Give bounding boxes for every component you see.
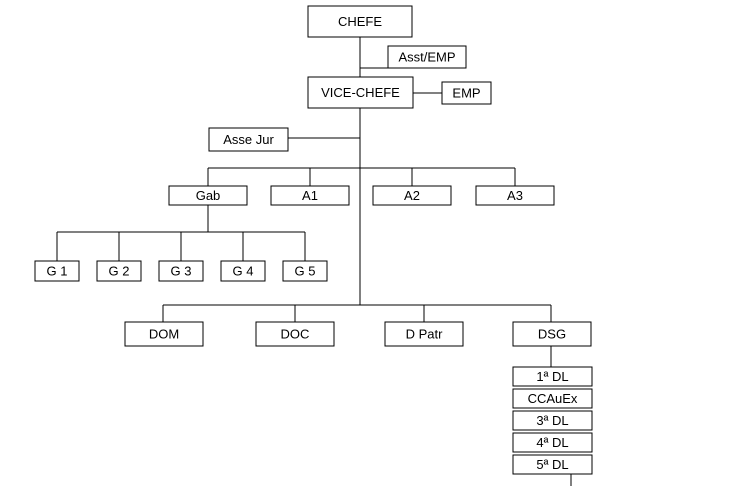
- node-g2: G 2: [96, 260, 142, 282]
- node-label: Gab: [196, 188, 221, 203]
- node-label: 4ª DL: [536, 435, 568, 450]
- node-doc: DOC: [255, 321, 335, 347]
- node-g3: G 3: [158, 260, 204, 282]
- node-dom: DOM: [124, 321, 204, 347]
- node-emp: EMP: [441, 81, 492, 105]
- node-g5: G 5: [282, 260, 328, 282]
- node-1-dl: 1ª DL: [512, 366, 593, 387]
- node-label: EMP: [452, 86, 480, 101]
- node-label: 3ª DL: [536, 413, 568, 428]
- node-label: DOC: [281, 327, 310, 342]
- node-asst-emp: Asst/EMP: [387, 45, 467, 69]
- node-label: G 5: [295, 264, 316, 279]
- node-a3: A3: [475, 185, 555, 206]
- node-label: Asst/EMP: [398, 50, 455, 65]
- node-label: CCAuEx: [528, 391, 578, 406]
- node-label: A2: [404, 188, 420, 203]
- node-label: D Patr: [406, 327, 444, 342]
- node-label: Asse Jur: [223, 132, 274, 147]
- node-label: DSG: [538, 327, 566, 342]
- node-g1: G 1: [34, 260, 80, 282]
- node-label: G 3: [171, 264, 192, 279]
- node-3-dl: 3ª DL: [512, 410, 593, 431]
- node-gab: Gab: [168, 185, 248, 206]
- node-vice-chefe: VICE-CHEFE: [307, 76, 414, 109]
- node-label: A1: [302, 188, 318, 203]
- node-g4: G 4: [220, 260, 266, 282]
- node-chefe: CHEFE: [307, 5, 413, 38]
- node-label: 5ª DL: [536, 457, 568, 472]
- node-label: 1ª DL: [536, 369, 568, 384]
- node-label: VICE-CHEFE: [321, 85, 400, 100]
- connectors: [56, 37, 572, 486]
- node-asse-jur: Asse Jur: [208, 127, 289, 152]
- node-label: A3: [507, 188, 523, 203]
- node-a1: A1: [270, 185, 350, 206]
- node-label: G 4: [233, 264, 254, 279]
- node-d-patr: D Patr: [384, 321, 464, 347]
- node-label: G 1: [47, 264, 68, 279]
- node-4-dl: 4ª DL: [512, 432, 593, 453]
- node-a2: A2: [372, 185, 452, 206]
- node-label: DOM: [149, 327, 179, 342]
- node-5-dl: 5ª DL: [512, 454, 593, 475]
- node-label: CHEFE: [338, 14, 382, 29]
- node-ccauex: CCAuEx: [512, 388, 593, 409]
- node-label: G 2: [109, 264, 130, 279]
- node-dsg: DSG: [512, 321, 592, 347]
